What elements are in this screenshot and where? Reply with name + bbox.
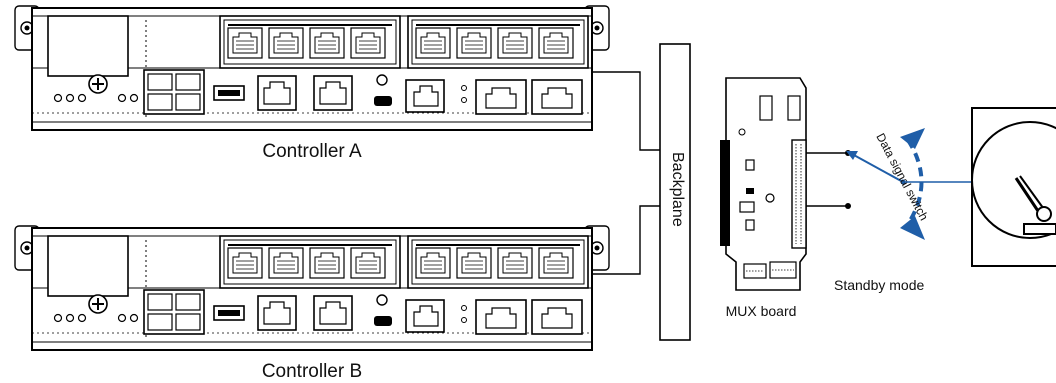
data-signal-switch-label: Data signal switch — [873, 131, 931, 223]
backplane-label: Backplane — [669, 152, 686, 227]
backplane: Backplane — [660, 44, 690, 340]
controller-a-label: Controller A — [262, 141, 362, 162]
mux-board-label: MUX board — [726, 303, 797, 319]
controller-unit-icon — [15, 6, 609, 130]
controller-a — [15, 6, 609, 130]
controller-unit-icon — [15, 226, 609, 350]
connector-line-a — [592, 72, 660, 150]
controller-b — [15, 226, 609, 350]
disk-drive-icon — [972, 108, 1056, 266]
controller-b-label: Controller B — [262, 361, 362, 382]
switch-contact-b — [845, 203, 851, 209]
standby-mode-label: Standby mode — [834, 277, 924, 293]
mux-board-icon — [720, 78, 806, 290]
